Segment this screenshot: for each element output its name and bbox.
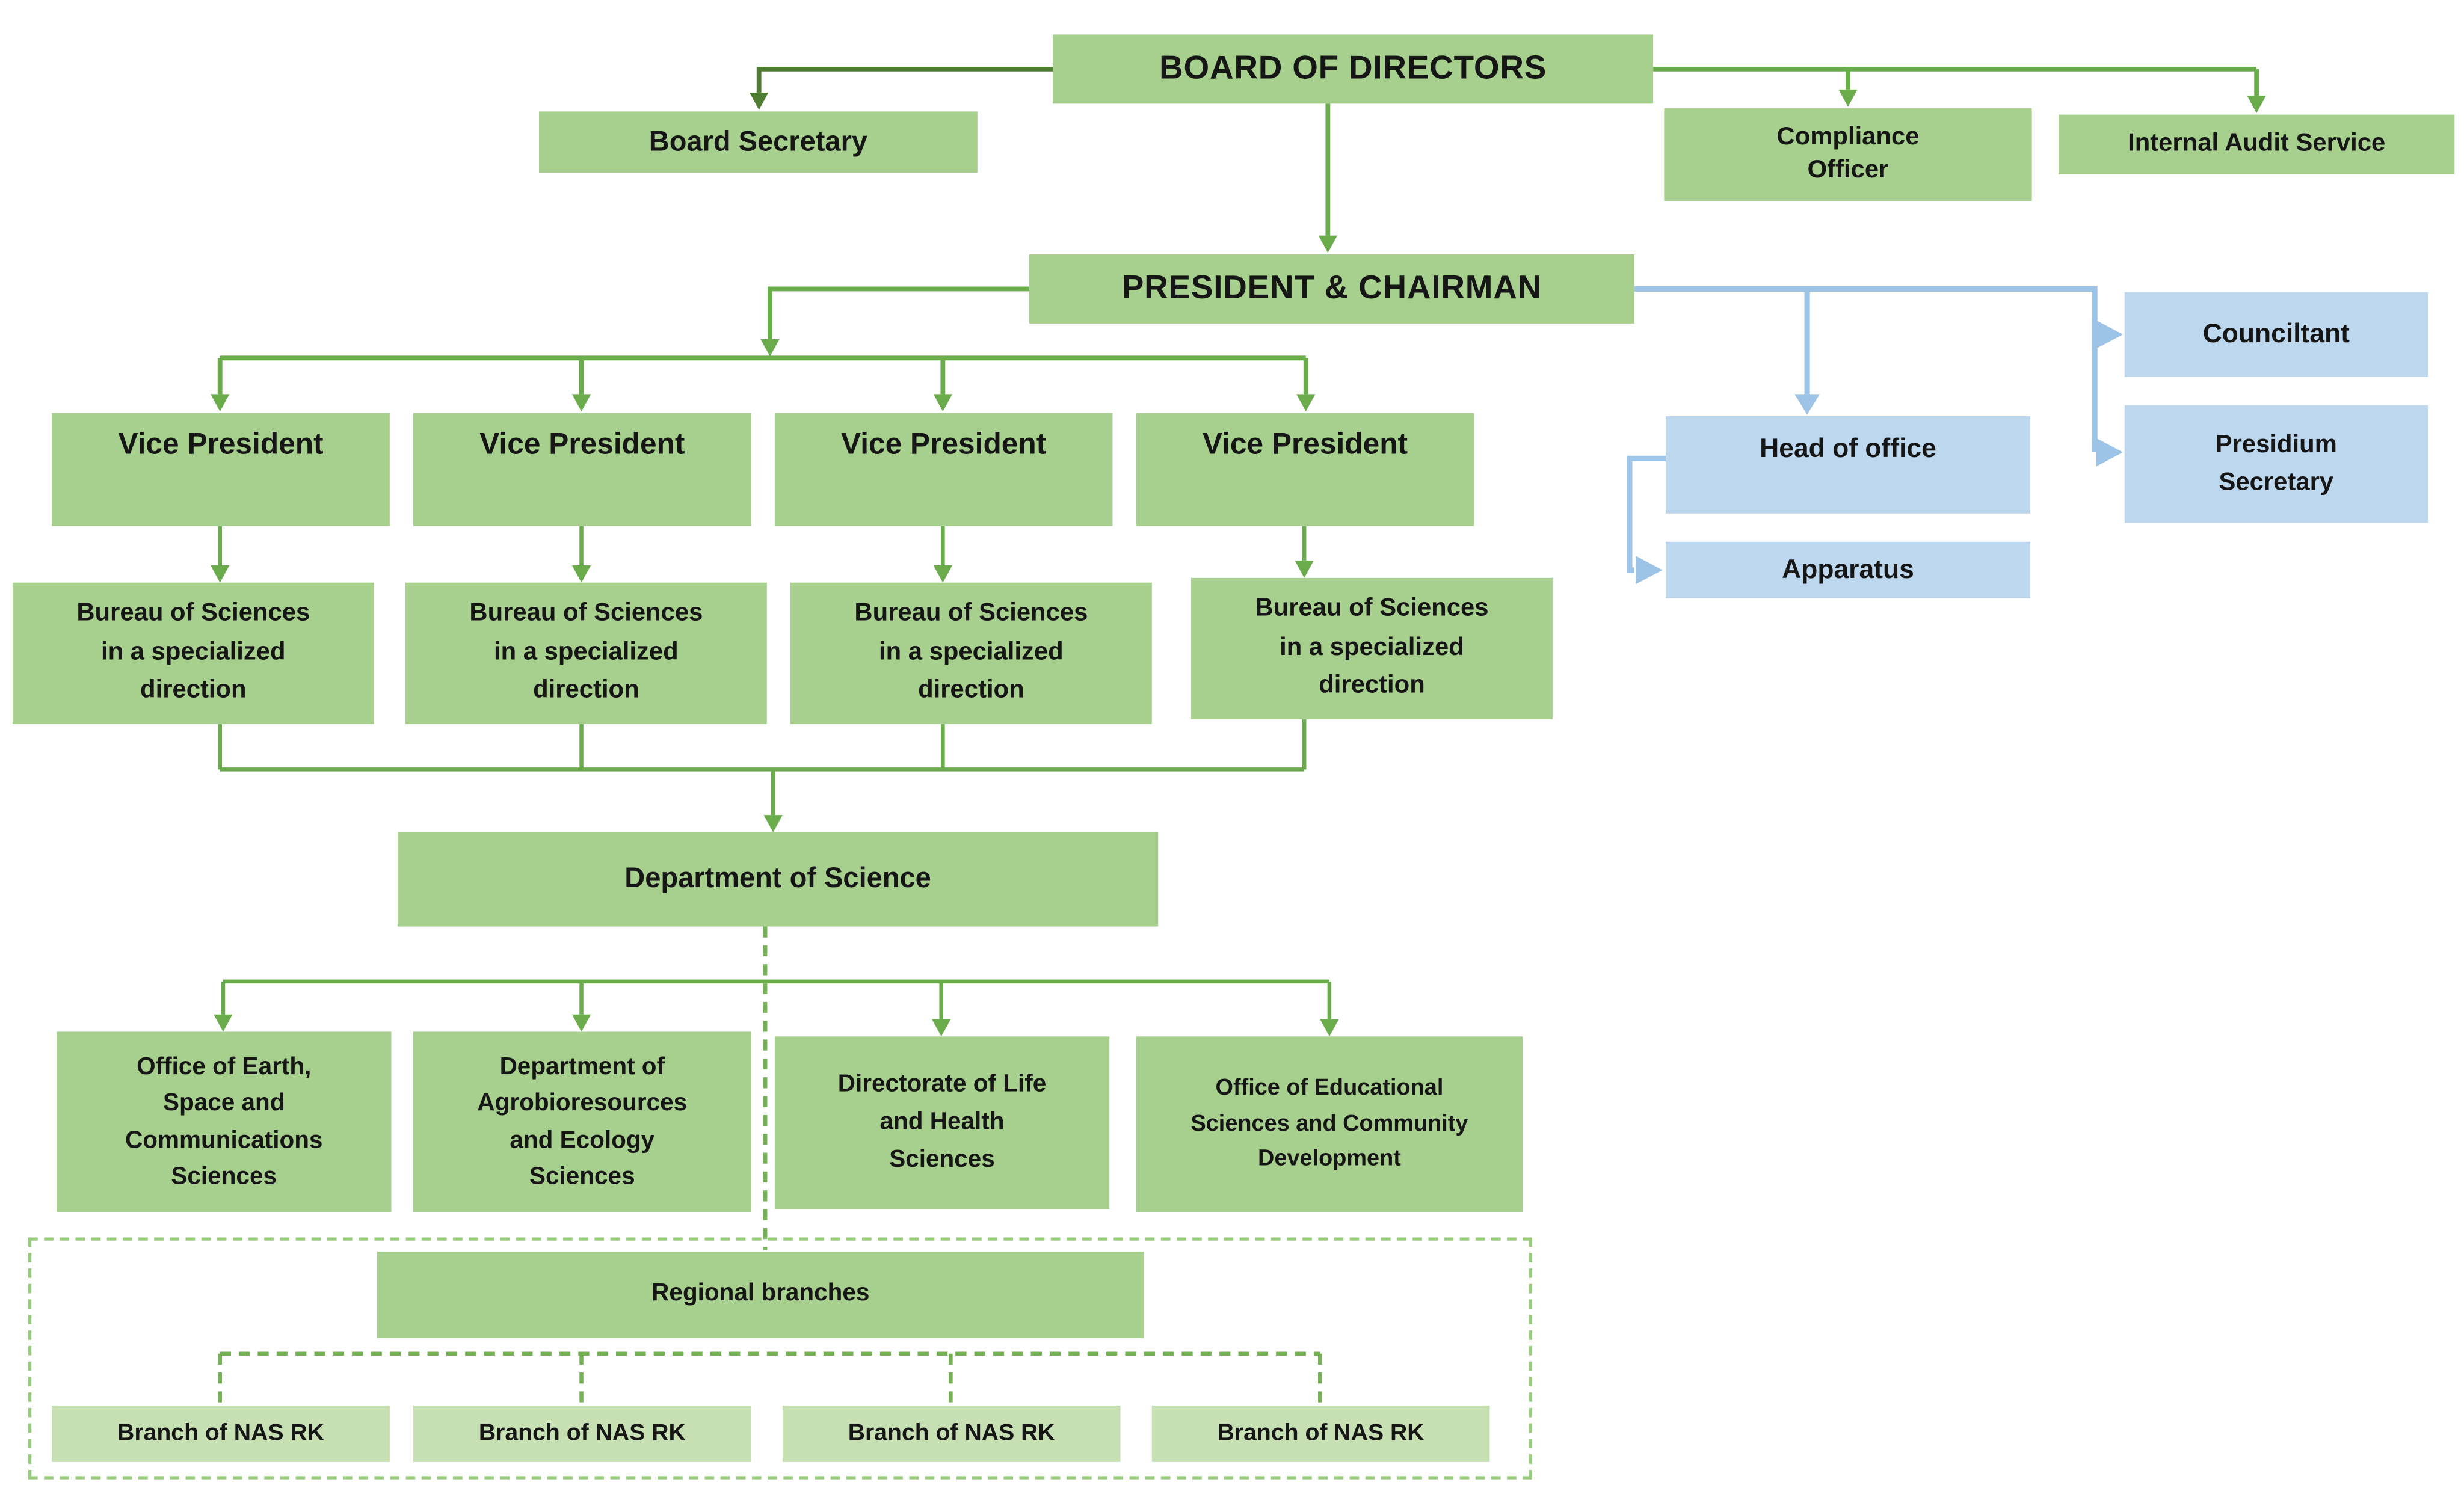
node-label: Head of office [1760,433,1936,464]
node-label: Bureau of Sciences in a specialized dire… [76,599,310,704]
node-office-educational: Office of Educational Sciences and Commu… [1136,1036,1523,1212]
node-vice-president-3: Vice President [774,413,1113,526]
node-label: Counciltant [2202,318,2350,349]
node-apparatus: Apparatus [1665,541,2031,598]
node-office-earth-space: Office of Earth, Space and Communication… [57,1031,392,1212]
connector-president-staff [1627,286,2124,585]
node-label: Office of Earth, Space and Communication… [125,1054,323,1190]
node-label: Department of Agrobioresources and Ecolo… [477,1054,688,1190]
node-label: Branch of NAS RK [478,1420,686,1447]
node-label: Office of Educational Sciences and Commu… [1190,1076,1468,1172]
connector-board-secretary [750,66,1053,110]
connector-compliance-audit [1653,66,2266,113]
connector-regional-branches-dashed [218,1351,1322,1404]
node-compliance-officer: Compliance Officer [1664,108,2032,201]
node-directorate-life-health: Directorate of Life and Health Sciences [774,1036,1110,1209]
node-bureau-4: Bureau of Sciences in a specialized dire… [1191,577,1553,719]
connector-bureaus-science [218,719,1307,832]
node-label: Board Secretary [648,125,868,157]
node-label: Vice President [1202,428,1408,462]
node-board-secretary: Board Secretary [539,111,978,173]
node-branch-3: Branch of NAS RK [782,1405,1121,1462]
node-label: Vice President [479,428,685,462]
node-label: Bureau of Sciences in a specialized dire… [469,599,703,704]
node-vice-president-2: Vice President [413,413,751,526]
connector-president-vps [211,286,1316,412]
node-presidium-secretary: Presidium Secretary [2124,405,2428,523]
node-vice-president-4: Vice President [1136,413,1474,526]
node-dept-agrobioresources: Department of Agrobioresources and Ecolo… [413,1031,751,1212]
connector-vp-bureaus [211,526,1314,583]
node-label: Vice President [841,428,1047,462]
node-label: Branch of NAS RK [1217,1420,1424,1447]
node-label: Compliance Officer [1776,123,1920,183]
node-department-of-science: Department of Science [397,832,1159,927]
node-label: Vice President [118,428,324,462]
node-bureau-2: Bureau of Sciences in a specialized dire… [405,582,767,724]
node-branch-1: Branch of NAS RK [52,1405,390,1462]
regional-branches-container [28,1237,1532,1480]
node-label: PRESIDENT & CHAIRMAN [1121,270,1542,307]
node-label: BOARD OF DIRECTORS [1159,51,1547,87]
connector-science-offices [214,979,1339,1037]
node-label: Apparatus [1782,554,1914,585]
node-label: Branch of NAS RK [848,1420,1055,1447]
node-branch-4: Branch of NAS RK [1151,1405,1490,1462]
node-label: Directorate of Life and Health Sciences [837,1071,1047,1173]
node-label: Branch of NAS RK [117,1420,325,1447]
node-label: Bureau of Sciences in a specialized dire… [854,599,1088,704]
node-label: Bureau of Sciences in a specialized dire… [1255,595,1489,699]
node-bureau-1: Bureau of Sciences in a specialized dire… [12,582,374,724]
node-bureau-3: Bureau of Sciences in a specialized dire… [790,582,1152,724]
node-regional-branches: Regional branches [377,1252,1144,1338]
node-counciltant: Counciltant [2124,292,2428,377]
node-president-chairman: PRESIDENT & CHAIRMAN [1029,254,1634,324]
connector-board-president [1318,103,1338,253]
node-branch-2: Branch of NAS RK [413,1405,751,1462]
node-internal-audit-service: Internal Audit Service [2059,114,2455,174]
node-label: Regional branches [651,1280,870,1308]
node-head-of-office: Head of office [1665,416,2031,514]
node-label: Presidium Secretary [2215,432,2337,496]
node-label: Internal Audit Service [2128,129,2386,157]
node-label: Department of Science [624,862,931,894]
node-vice-president-1: Vice President [52,413,390,526]
node-board-of-directors: BOARD OF DIRECTORS [1053,34,1654,104]
